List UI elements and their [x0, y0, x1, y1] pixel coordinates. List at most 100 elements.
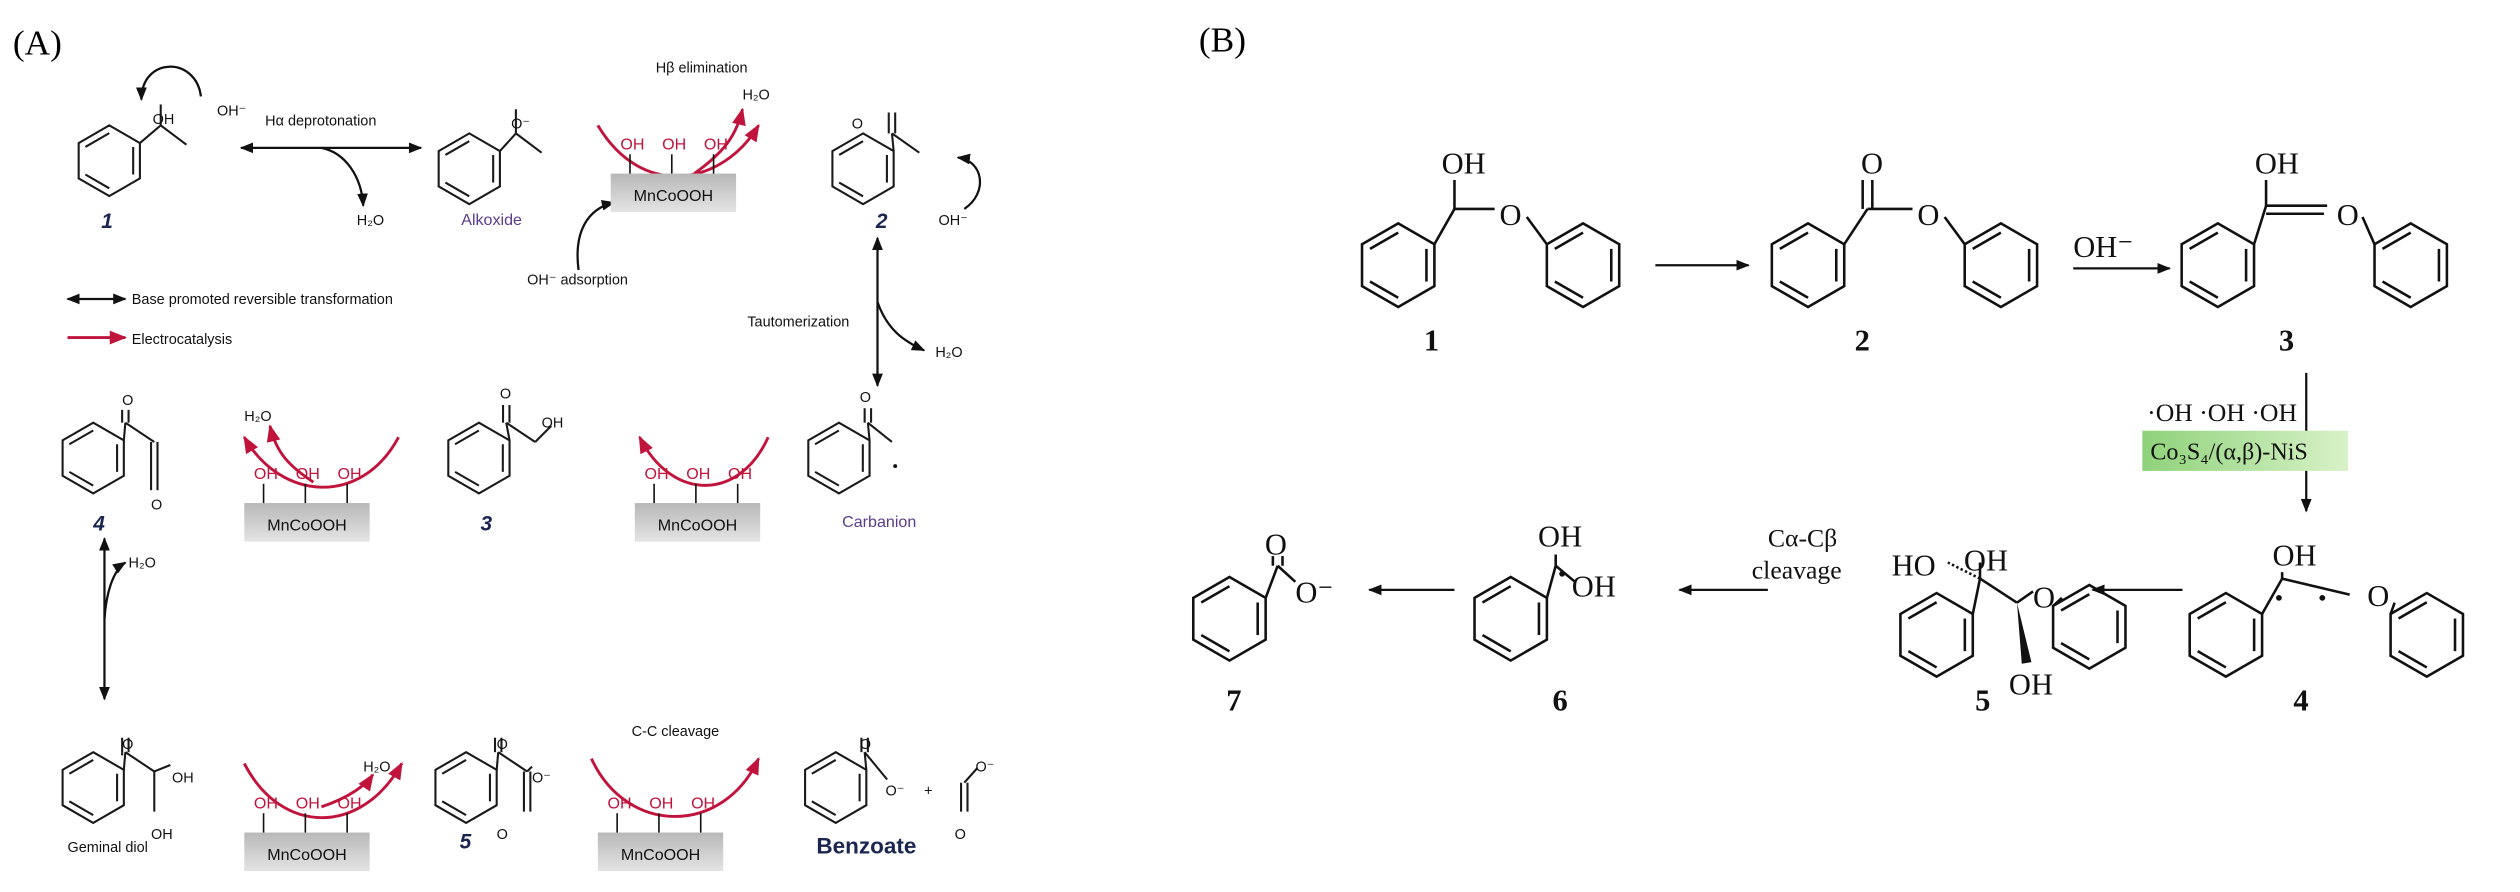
radical-dot	[1559, 570, 1566, 577]
benzene-ring-icon	[1963, 221, 2039, 309]
ring-outline	[1191, 575, 1267, 663]
panel-b-label: (B)	[1199, 19, 1246, 59]
electrocatalysis-branch	[320, 773, 375, 809]
carbanion-label: Carbanion	[842, 513, 916, 531]
benzene-ring-icon	[434, 750, 498, 825]
electrocatalysis-arc	[638, 435, 770, 487]
curved-arrow	[956, 153, 981, 210]
oh-label: OH	[542, 416, 564, 432]
carboxylate-o-label: O⁻	[1295, 576, 1333, 610]
ring-outline	[77, 124, 141, 198]
ether-o-label: O	[1917, 198, 1939, 232]
ring-double-bond	[2381, 231, 2412, 251]
catalyst-oh-site: OH	[608, 794, 632, 812]
ring-double-bond	[1481, 585, 1512, 604]
catalyst-box	[2142, 430, 2349, 471]
bond-line	[124, 421, 155, 443]
ring-outline	[1545, 221, 1621, 309]
ring-outline	[2373, 221, 2449, 309]
bond-line	[2260, 577, 2284, 615]
legend-electrocatalysis-label: Electrocatalysis	[132, 332, 232, 348]
o-label: O	[860, 390, 871, 406]
catalyst-surface	[597, 832, 724, 872]
ring-outline	[807, 421, 871, 495]
catalyst-oh-site: OH	[649, 794, 673, 812]
ring-double-bond	[1907, 601, 1938, 620]
benzene-ring-icon	[437, 132, 501, 206]
catalyst-label: MnCoOOH	[634, 187, 713, 205]
ring-double-bond	[2397, 601, 2428, 620]
benzene-ring-icon	[2389, 591, 2465, 679]
ring-double-bond	[2397, 650, 2428, 669]
ring-double-bond	[838, 181, 864, 198]
o-minus-label: O⁻	[886, 784, 905, 800]
benzene-ring-icon	[1770, 221, 1846, 309]
bond-line	[863, 752, 868, 770]
ring-double-bond	[2381, 280, 2412, 299]
ring-outline	[831, 132, 895, 206]
ring-outline	[2051, 583, 2127, 671]
compound-4-label: 4	[2293, 683, 2308, 717]
curved-arrow	[876, 301, 926, 352]
ring-double-bond	[1972, 231, 2002, 251]
bond-line	[1971, 578, 1982, 615]
catalyst-surface	[634, 503, 761, 542]
bond-line	[1843, 208, 1869, 246]
ring-outline	[1473, 575, 1549, 663]
benzene-ring-icon	[1545, 221, 1621, 309]
radicals-label: ·OH ·OH ·OH	[2147, 398, 2297, 427]
radical-dot	[2319, 594, 2326, 601]
compound-1-label: 1	[101, 210, 113, 233]
catalyst-oh-site: OH	[644, 465, 668, 483]
ring-double-bond	[811, 800, 837, 817]
ether-o-label: O	[1499, 198, 1521, 232]
panel-a-label: (A)	[13, 23, 62, 63]
oh-label: OH	[1964, 544, 2008, 578]
water-label: H₂O	[743, 88, 770, 104]
catalyst-oh-site: OH	[338, 794, 362, 812]
curved-arrow	[321, 146, 368, 208]
catalyst-oh-site: OH	[686, 465, 710, 483]
bond-line	[1276, 564, 1297, 583]
plus-sign: +	[924, 784, 932, 800]
ring-outline	[1360, 221, 1436, 309]
electrocatalysis-arc	[242, 761, 404, 820]
compound-6-label: 6	[1553, 683, 1568, 717]
ring-double-bond	[1554, 231, 1584, 251]
bond-line	[867, 421, 893, 443]
catalyst-surface	[610, 173, 737, 213]
compound-2-label: 2	[1855, 323, 1870, 357]
ring-double-bond	[1554, 280, 1584, 299]
ring-outline	[61, 750, 125, 825]
ketone-o-label: O	[852, 117, 863, 133]
bond-line	[499, 132, 517, 152]
ring-outline	[2180, 221, 2256, 309]
benzene-ring-icon	[61, 421, 125, 495]
ring-outline	[2389, 591, 2465, 679]
bond-line	[863, 751, 888, 781]
bond-line	[1545, 565, 1557, 599]
ho-label: HO	[1892, 548, 1936, 582]
o-minus-label: O⁻	[532, 771, 551, 787]
ring-double-bond	[1200, 585, 1231, 604]
benzene-ring-icon	[807, 421, 871, 495]
bond-line	[963, 767, 978, 784]
benzene-ring-icon	[1899, 591, 1975, 679]
benzene-ring-icon	[1473, 575, 1549, 663]
benzene-ring-icon	[2180, 221, 2256, 309]
water-label: H₂O	[129, 555, 156, 571]
o-label: O	[860, 737, 871, 753]
catalyst-label: Co₃S₄/(α,β)-NiS	[2150, 440, 2307, 466]
water-label: H₂O	[244, 409, 271, 425]
catalyst-oh-site: OH	[662, 135, 686, 153]
curved-arrow	[136, 65, 203, 101]
o-label: O	[122, 393, 133, 409]
benzene-ring-icon	[831, 132, 895, 206]
hashed-bond	[1947, 561, 1981, 580]
water-label: H₂O	[935, 345, 962, 361]
benzene-ring-icon	[61, 750, 125, 825]
